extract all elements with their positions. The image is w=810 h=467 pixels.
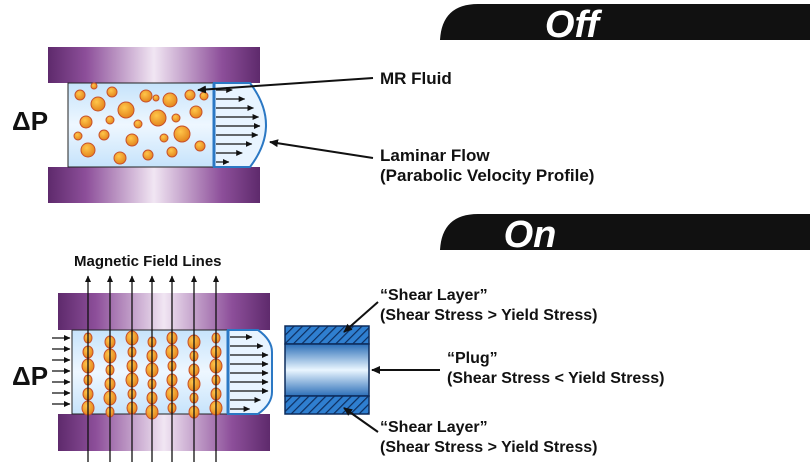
laminar-flow-label: Laminar Flow xyxy=(380,146,490,165)
mr-fluid-pointer xyxy=(197,77,374,94)
on-top-plate xyxy=(58,293,270,330)
top-shear-layer-label: “Shear Layer” xyxy=(380,287,488,304)
mr-particle xyxy=(73,131,83,141)
bottom-shear-layer-block xyxy=(284,395,370,415)
mr-particle xyxy=(117,101,135,119)
mr-particle xyxy=(189,105,203,119)
off-profile-arrows xyxy=(216,87,261,165)
plug-block xyxy=(284,343,370,397)
mr-particle xyxy=(171,113,181,123)
mr-particle xyxy=(142,149,154,161)
on-banner-shape xyxy=(440,214,810,250)
laminar-flow-pointer xyxy=(269,139,374,159)
off-banner: Off xyxy=(440,4,810,46)
magnetic-field-lines-label: Magnetic Field Lines xyxy=(74,253,222,270)
mr-particle xyxy=(74,89,86,101)
top-shear-layer-pointer xyxy=(343,301,379,333)
off-velocity-profile xyxy=(212,82,267,168)
mr-particle xyxy=(166,146,178,158)
on-profile-arrows xyxy=(230,334,269,412)
on-magnetic-field-lines xyxy=(85,275,219,462)
mr-particle xyxy=(152,94,160,102)
mr-particle xyxy=(90,96,106,112)
top-shear-layer-block xyxy=(284,325,370,345)
off-banner-shape xyxy=(440,4,810,40)
mr-particle xyxy=(98,129,110,141)
on-plug-velocity-profile xyxy=(226,329,273,415)
off-delta-p-label: ΔP xyxy=(12,106,48,136)
mr-particle xyxy=(90,82,98,90)
mr-particle xyxy=(125,133,139,147)
mr-particle xyxy=(113,151,127,165)
mr-particle xyxy=(105,115,115,125)
mr-particle xyxy=(173,125,191,143)
mr-particle xyxy=(194,140,206,152)
mr-particle xyxy=(184,89,196,101)
plug-detail: (Shear Stress < Yield Stress) xyxy=(447,370,664,387)
on-inlet-arrows xyxy=(52,335,71,407)
mr-particle xyxy=(162,92,178,108)
top-shear-layer-detail: (Shear Stress > Yield Stress) xyxy=(380,307,597,324)
mr-particle xyxy=(79,115,93,129)
on-banner: On xyxy=(440,214,810,256)
mr-particle xyxy=(80,142,96,158)
mr-particle xyxy=(149,109,167,127)
bottom-shear-layer-pointer xyxy=(343,407,379,433)
mr-particle xyxy=(106,86,118,98)
on-delta-p-label: ΔP xyxy=(12,361,48,391)
bottom-shear-layer-detail: (Shear Stress > Yield Stress) xyxy=(380,439,597,456)
mr-particle xyxy=(159,133,169,143)
bottom-shear-layer-label: “Shear Layer” xyxy=(380,419,488,436)
mr-particle xyxy=(199,91,209,101)
plug-cross-section xyxy=(284,325,370,415)
plug-label: “Plug” xyxy=(447,350,498,367)
mr-fluid-label: MR Fluid xyxy=(380,69,452,88)
off-banner-text: Off xyxy=(545,4,603,46)
off-bottom-plate xyxy=(48,167,260,203)
off-mr-particles xyxy=(73,82,209,165)
on-banner-text: On xyxy=(504,214,557,256)
off-top-plate xyxy=(48,47,260,83)
on-bottom-plate xyxy=(58,414,270,451)
mr-particle xyxy=(133,119,143,129)
mr-particle xyxy=(139,89,153,103)
parabolic-profile-label: (Parabolic Velocity Profile) xyxy=(380,166,594,185)
